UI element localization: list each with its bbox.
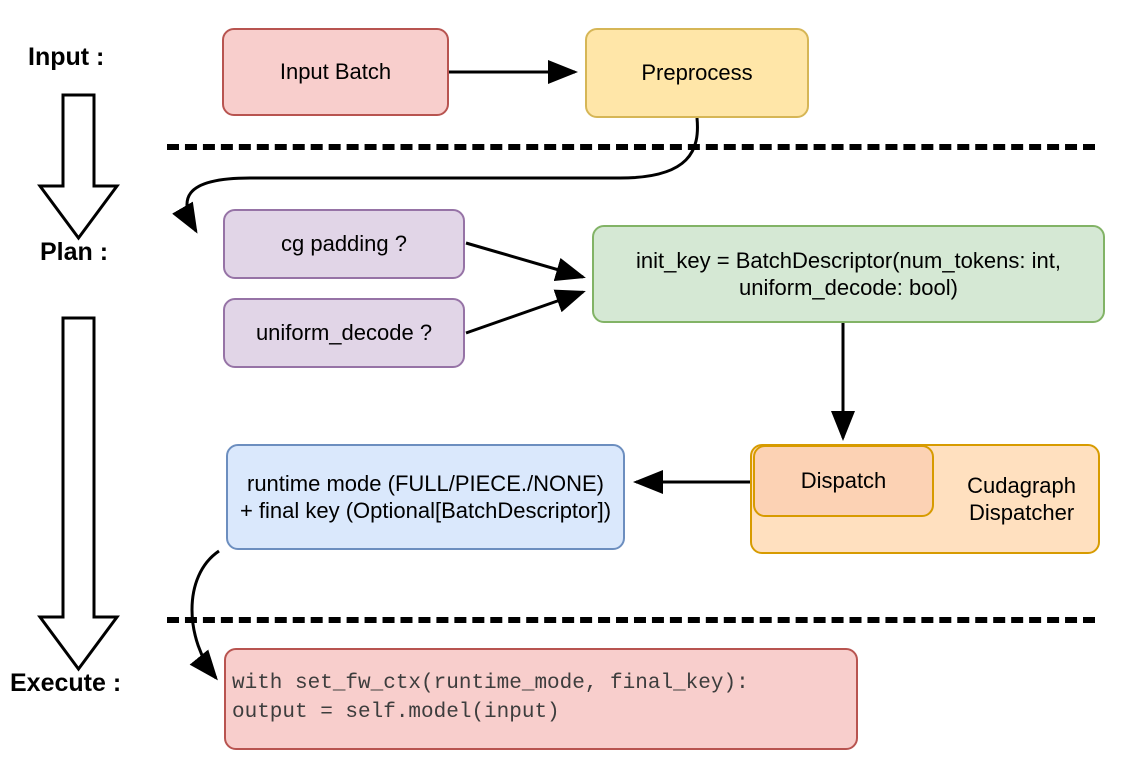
edge-uniform-decode-to-init-key (465, 289, 586, 335)
stage-label-execute: Execute : (10, 669, 122, 697)
node-preprocess-label: Preprocess (641, 60, 753, 86)
node-input-batch[interactable]: Input Batch (222, 28, 449, 116)
stage-arrow-input-to-plan (37, 93, 120, 241)
node-dispatch[interactable]: Dispatch (753, 445, 934, 517)
node-init-key-label: init_key = BatchDescriptor(num_tokens: i… (636, 247, 1061, 301)
node-execute-code-label: with set_fw_ctx(runtime_mode, final_key)… (232, 672, 749, 724)
node-cudagraph-dispatcher-label: Cudagraph Dispatcher (967, 472, 1076, 526)
node-init-key[interactable]: init_key = BatchDescriptor(num_tokens: i… (592, 225, 1105, 323)
stage-label-input: Input : (28, 43, 105, 71)
plan-execute-divider (167, 617, 1095, 623)
node-dispatch-label: Dispatch (800, 468, 887, 494)
node-uniform-decode-label: uniform_decode ? (255, 320, 433, 346)
node-cg-padding-label: cg padding ? (281, 231, 407, 257)
node-input-batch-label: Input Batch (279, 59, 392, 85)
input-plan-divider (167, 144, 1095, 150)
edge-runtime-mode-to-execute-code (189, 549, 220, 681)
stage-label-plan: Plan : (40, 238, 109, 266)
node-uniform-decode[interactable]: uniform_decode ? (223, 298, 465, 368)
node-cg-padding[interactable]: cg padding ? (223, 209, 465, 279)
node-preprocess[interactable]: Preprocess (585, 28, 809, 118)
stage-arrow-plan-to-execute (37, 316, 120, 672)
node-execute-code[interactable]: with set_fw_ctx(runtime_mode, final_key)… (224, 648, 858, 750)
edge-cg-padding-to-init-key (465, 241, 586, 281)
node-runtime-mode[interactable]: runtime mode (FULL/PIECE./NONE) + final … (226, 444, 625, 550)
node-runtime-mode-label: runtime mode (FULL/PIECE./NONE) + final … (239, 470, 612, 524)
